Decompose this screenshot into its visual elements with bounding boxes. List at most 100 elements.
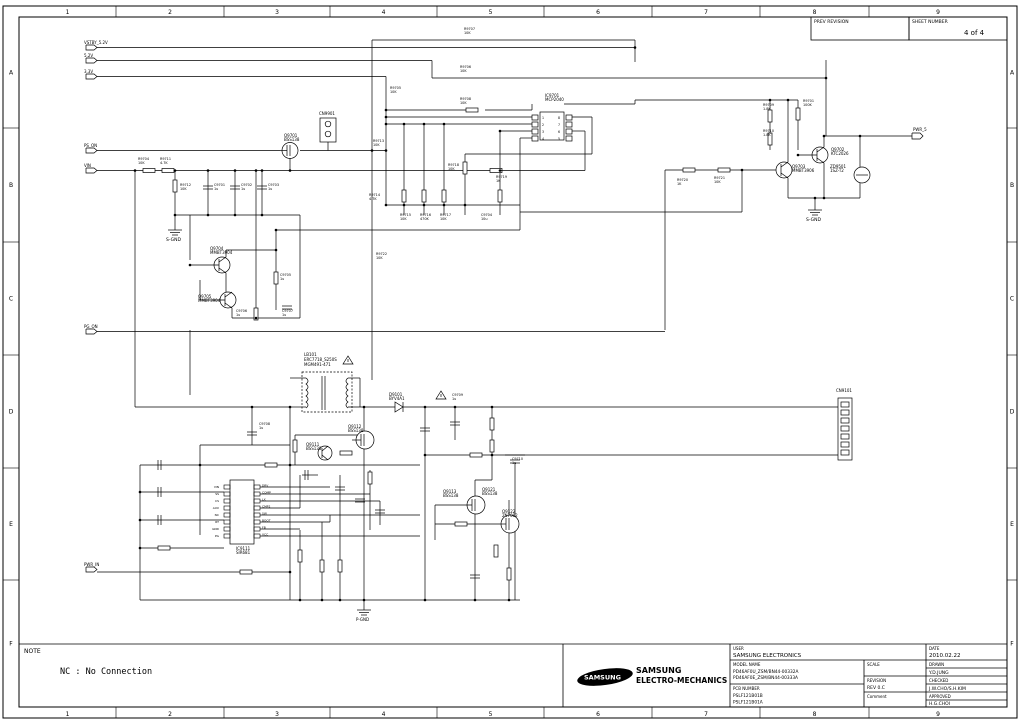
- model-label: MODEL NAME: [733, 662, 761, 667]
- junction-dot: [138, 490, 142, 494]
- c1-val: 1u: [214, 187, 218, 191]
- junction-dot: [274, 248, 278, 252]
- junction-dot: [786, 98, 790, 102]
- ic2-pin-label: LX: [262, 497, 266, 501]
- net-pwr-out: PWR_5: [913, 127, 927, 132]
- ic2-pin: [223, 505, 231, 511]
- grid-col-bottom-label: 8: [813, 711, 817, 718]
- junction-dot: [198, 463, 202, 467]
- r13-val: 10K: [400, 217, 407, 221]
- junction-dot: [740, 168, 744, 172]
- standby-control-circuit: [85, 39, 924, 380]
- junction-dot: [402, 203, 406, 207]
- net-pg-on: PG_ON: [84, 324, 98, 329]
- ic2-pin-label: AUX: [213, 506, 219, 510]
- junction-dot: [288, 463, 292, 467]
- junction-dot: [173, 213, 177, 217]
- junction-dot: [423, 405, 427, 409]
- ic1-pin-label: 3: [542, 130, 544, 134]
- checked-label: CHECKED: [929, 678, 948, 683]
- grid-col-top-label: 5: [489, 9, 493, 16]
- junction-dot: [813, 196, 817, 200]
- r14-val: 470K: [420, 217, 429, 221]
- junction-dot: [274, 228, 278, 232]
- junction-dot: [206, 213, 210, 217]
- grid-row-left-label: E: [9, 521, 13, 528]
- q11-part: 2N7002: [502, 513, 518, 518]
- junction-dot: [173, 169, 177, 172]
- ic2-pin: [223, 491, 231, 497]
- grid-col-bottom-label: 6: [596, 711, 600, 718]
- junction-dot: [288, 169, 292, 172]
- ic1-pin-label: 1: [542, 116, 544, 120]
- grid-col-top-label: 8: [813, 9, 817, 16]
- q2-part: KTC2026: [831, 151, 849, 156]
- company-line1: SAMSUNG: [636, 666, 681, 675]
- junction-dot: [768, 98, 772, 102]
- junction-dot: [260, 169, 264, 172]
- junction-dot: [384, 203, 388, 207]
- pcb-line2: PSLF121B01A: [733, 700, 763, 706]
- r2-val: 10K: [460, 69, 467, 73]
- ic2-part: SIR681: [236, 550, 251, 555]
- r7-val: 100K: [803, 103, 812, 107]
- grid-col-top-label: 7: [704, 9, 708, 16]
- gnd-label-2: S-GND: [806, 217, 821, 223]
- grid-col-bottom-label: 1: [66, 711, 70, 718]
- ic2-pin-label: DRV: [262, 483, 269, 487]
- junction-dot: [260, 213, 264, 217]
- user-label: USER: [733, 646, 744, 651]
- r12-val: 4.7K: [369, 197, 377, 201]
- grid-col-top-label: 9: [936, 9, 940, 16]
- r4-val: 10K: [460, 101, 467, 105]
- q10-ref: Q9121: [482, 487, 496, 492]
- ic2-pin: [223, 512, 231, 518]
- junction-dot: [473, 598, 477, 602]
- r5-val: 1.8K: [763, 107, 771, 111]
- grid-row-left-label: D: [9, 409, 14, 416]
- ic2-pin-label: PG: [215, 534, 220, 538]
- checked-value: J.W.CHO/S.H.KIM: [928, 686, 966, 692]
- r8-val: 10K: [138, 161, 145, 165]
- junction-dot: [422, 122, 426, 126]
- cn1-ref: CN9901: [319, 111, 335, 116]
- gnd-label-1: S-GND: [166, 237, 181, 243]
- ic1-pin-label: 7: [558, 123, 560, 127]
- junction-dot: [362, 598, 366, 602]
- r9-val: 4.7K: [160, 161, 168, 165]
- ic1-ref: IC9701: [545, 93, 560, 98]
- drawn-label: DRAWN: [929, 662, 944, 667]
- r7-ref: R9701: [803, 99, 814, 103]
- grid-row-right-label: E: [1010, 521, 1014, 528]
- junction-dot: [453, 405, 457, 409]
- c10-val: 1u: [512, 461, 516, 465]
- ic2-pin-label: VCC: [262, 532, 268, 536]
- junction-dot: [250, 405, 254, 409]
- r19-ref: R9721: [714, 176, 725, 180]
- ic2-pin: [223, 519, 231, 525]
- r11-val: 10K: [373, 143, 380, 147]
- grid-row-left-label: A: [9, 70, 14, 77]
- q8-ref: Q9112: [348, 424, 362, 429]
- r18-val: 1K: [677, 182, 682, 186]
- junction-dot: [463, 203, 467, 207]
- r19-val: 10K: [714, 180, 721, 184]
- ic2-pin: [223, 526, 231, 532]
- grid-col-top-label: 1: [66, 9, 70, 16]
- ic2-pin: [223, 498, 231, 504]
- r1-val: 10K: [464, 31, 471, 35]
- junction-dot: [490, 405, 494, 409]
- grid-row-right-label: F: [1010, 641, 1014, 648]
- grid-col-bottom-label: 5: [489, 711, 493, 718]
- junction-dot: [288, 405, 292, 409]
- junction-dot: [206, 169, 210, 172]
- net-vstby: VSTBY_5.2V: [84, 40, 108, 45]
- r20-val: 10K: [376, 256, 383, 260]
- junction-dot: [254, 316, 258, 320]
- r16-val: 10K: [448, 167, 455, 171]
- approved-label: APPROVED: [929, 694, 951, 699]
